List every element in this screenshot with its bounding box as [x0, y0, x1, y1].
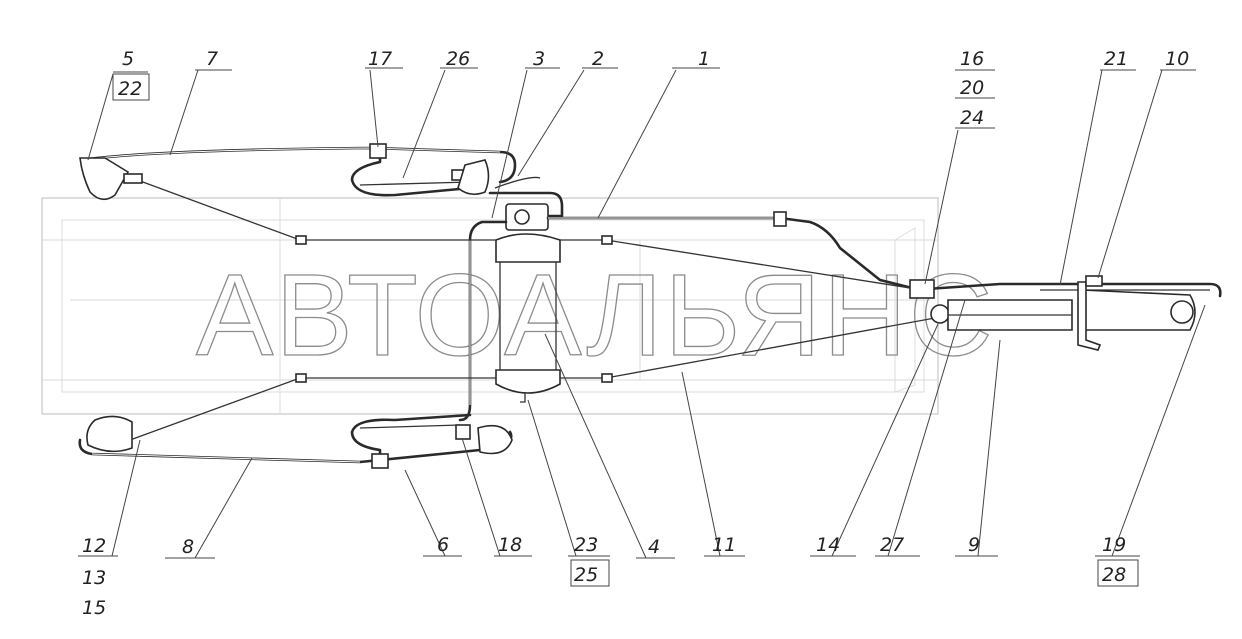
watermark-text: АВТОАЛЬЯНС [196, 250, 995, 380]
callout-20: 20 [960, 77, 984, 99]
callout-26: 26 [446, 48, 470, 70]
lower-brake-lines [78, 413, 513, 469]
callout-2: 2 [592, 48, 604, 70]
callout-16: 16 [960, 48, 984, 70]
callout-21: 21 [1104, 48, 1128, 70]
upper-brake-lines [79, 143, 564, 218]
control-lines [123, 173, 936, 441]
callout-17: 17 [368, 48, 392, 70]
callout-labels: 5 22 7 17 26 3 2 1 16 20 24 21 10 12 13 … [82, 48, 1189, 619]
callout-14: 14 [816, 534, 840, 556]
callout-4: 4 [648, 536, 660, 558]
callout-11: 11 [712, 534, 736, 556]
callout-12: 12 [82, 535, 106, 557]
callout-10: 10 [1165, 48, 1189, 70]
callout-7: 7 [206, 48, 218, 70]
callout-28: 28 [1102, 564, 1126, 586]
callout-6: 6 [437, 534, 449, 556]
callout-18: 18 [498, 534, 522, 556]
callout-9: 9 [968, 534, 980, 556]
rear-coupling-assembly [909, 275, 1222, 351]
air-reservoir [495, 203, 561, 403]
callout-3: 3 [533, 48, 545, 70]
callout-22: 22 [118, 78, 142, 100]
callout-5: 5 [122, 48, 134, 70]
callout-15: 15 [82, 597, 106, 619]
callout-27: 27 [880, 534, 904, 556]
callout-8: 8 [182, 536, 194, 558]
callout-25: 25 [574, 564, 598, 586]
leader-lines [78, 67, 1206, 587]
callout-13: 13 [82, 567, 106, 589]
callout-24: 24 [960, 107, 984, 129]
callout-23: 23 [574, 534, 598, 556]
callout-1: 1 [698, 48, 710, 70]
callout-19: 19 [1102, 534, 1126, 556]
